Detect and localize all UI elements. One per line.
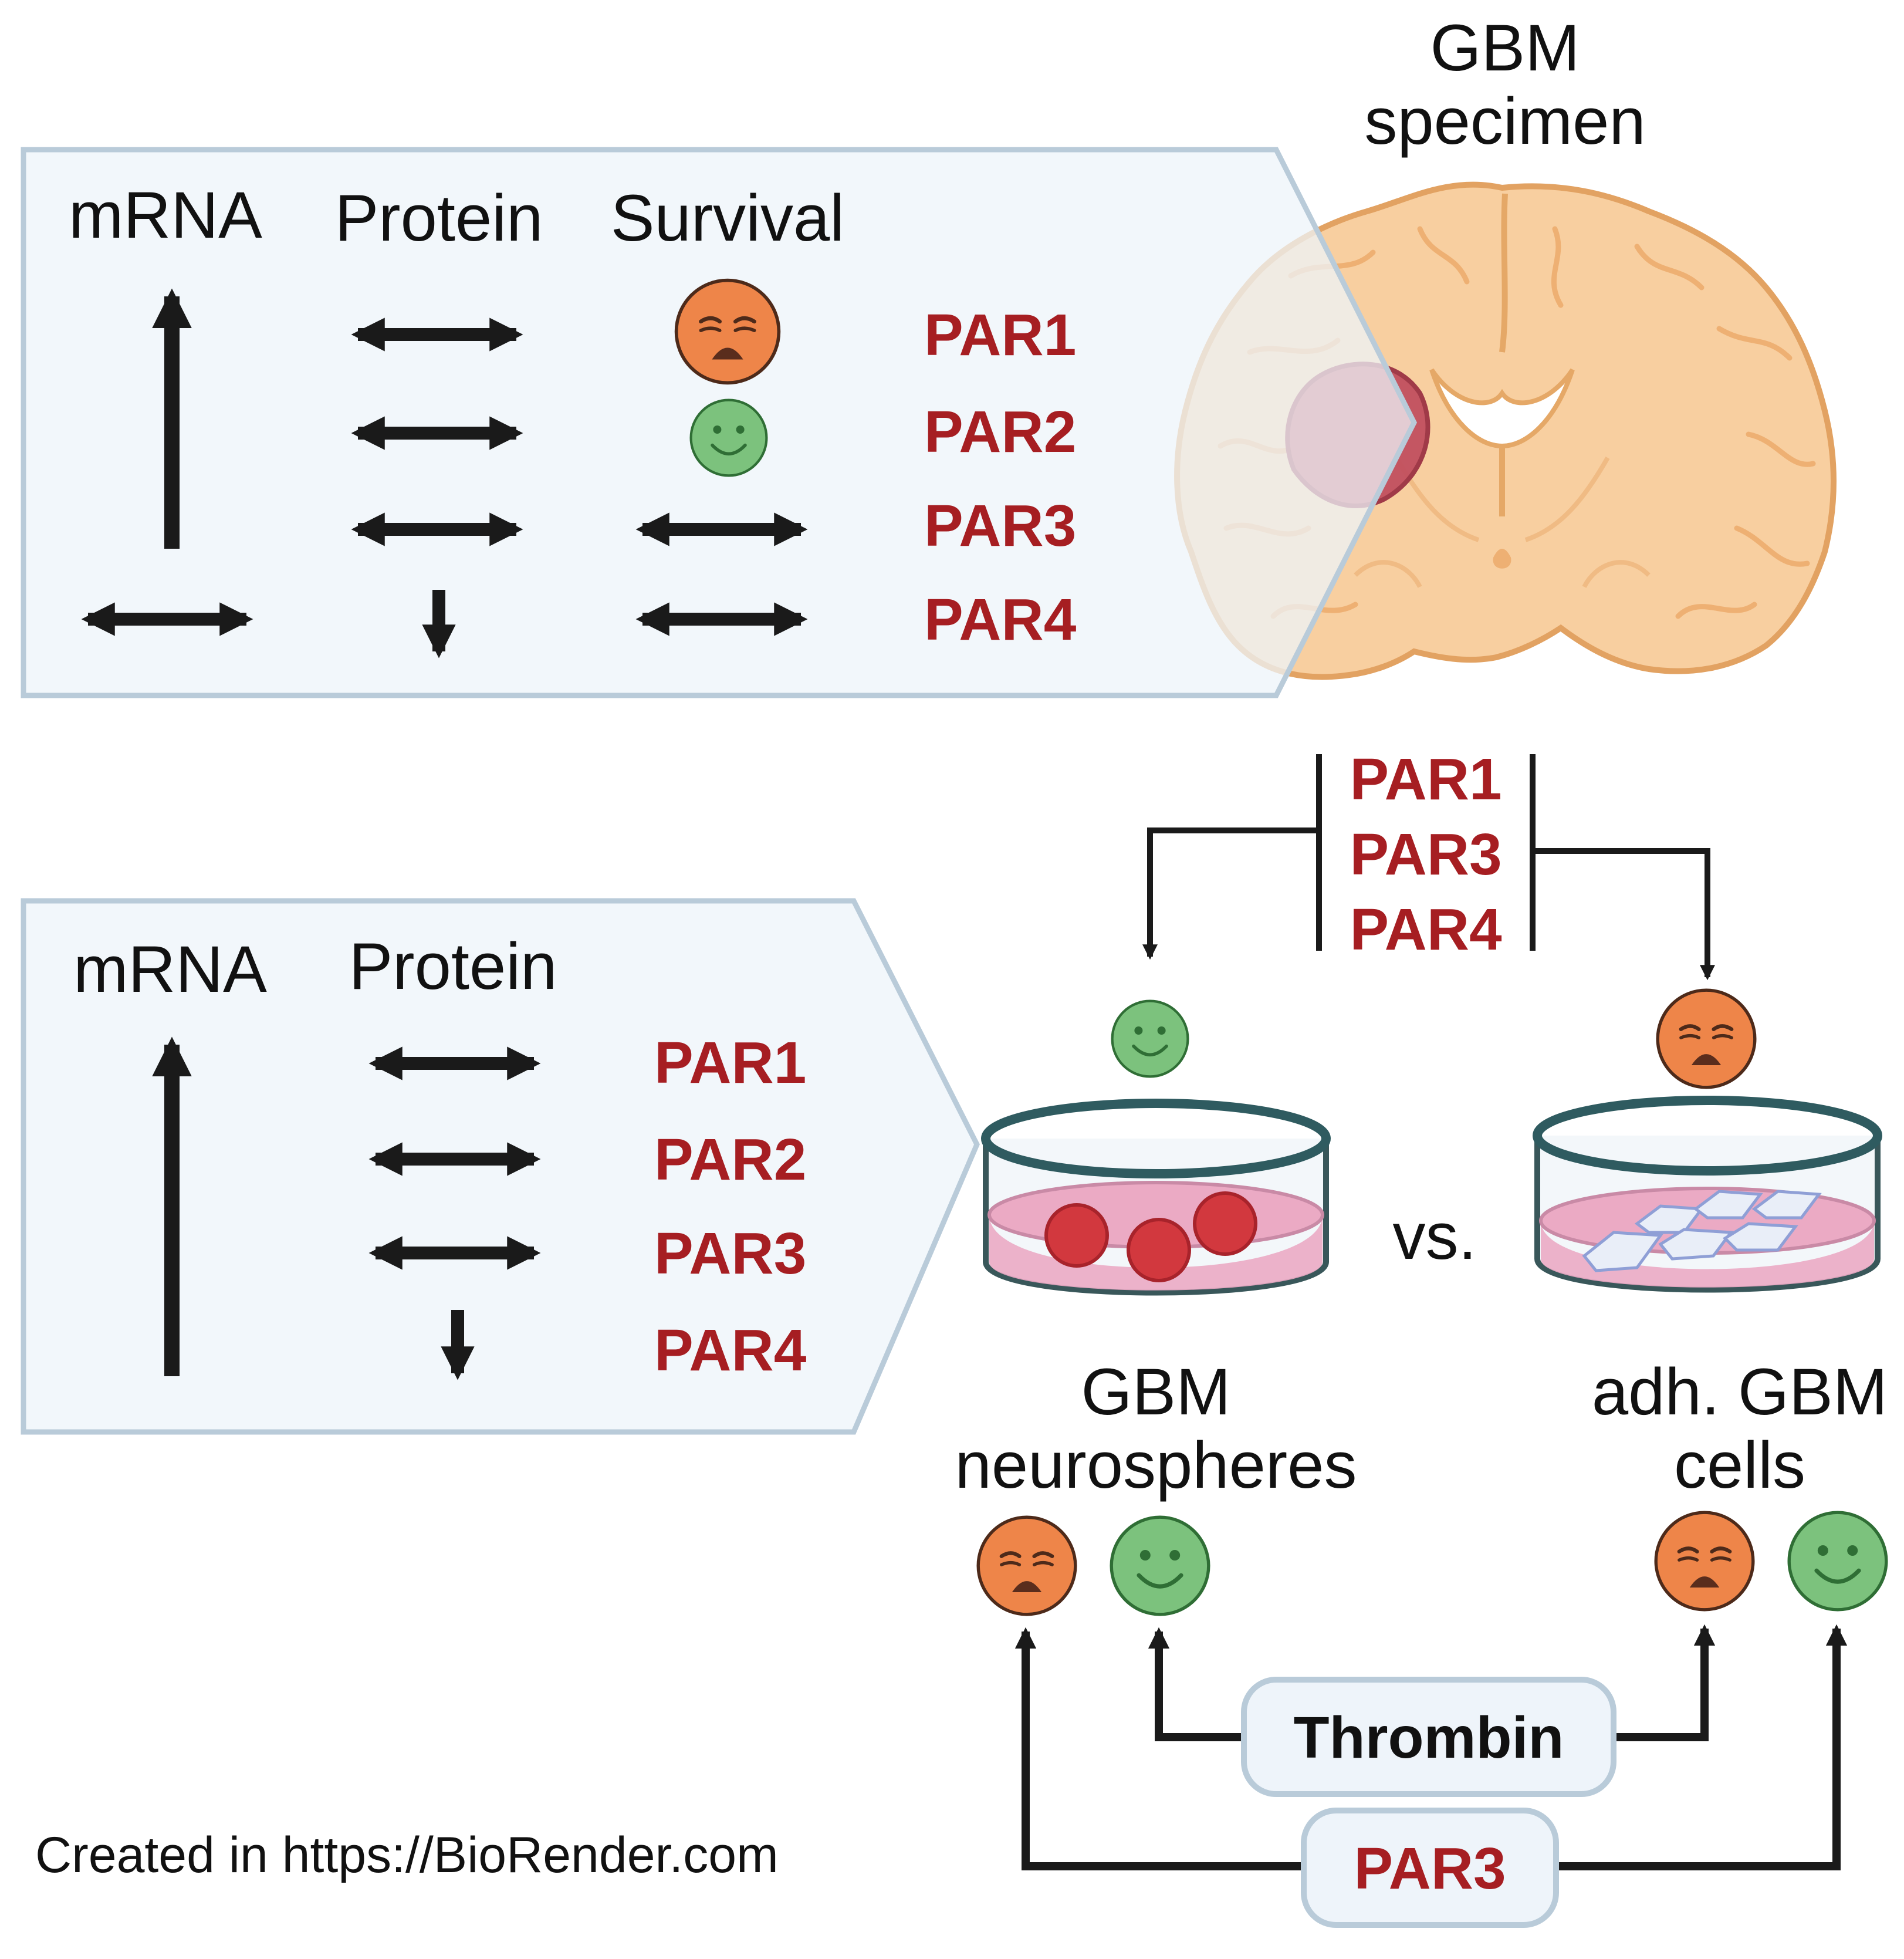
par3-label: PAR3 (1354, 1836, 1506, 1901)
adherent-label-line1: adh. GBM (1592, 1355, 1888, 1428)
top-label-par3: PAR3 (924, 493, 1076, 559)
thrombin-arrow-left (1148, 1627, 1247, 1741)
adherent-cells (1582, 1190, 1822, 1272)
split-label-par4: PAR4 (1350, 897, 1502, 962)
split-arrow-right (1533, 848, 1715, 981)
adherent-culture: adh. GBM cells (1533, 990, 1888, 1502)
par3-arrow-right (1555, 1624, 1848, 1870)
happy-face-icon (1111, 1517, 1209, 1615)
neurosphere-label-line1: GBM (1081, 1355, 1230, 1428)
happy-face-icon (1789, 1512, 1886, 1610)
bottom-label-par1: PAR1 (654, 1030, 806, 1096)
top-label-par1: PAR1 (924, 302, 1076, 368)
neurosphere (1193, 1191, 1257, 1256)
bottom-label-par2: PAR2 (654, 1127, 806, 1193)
split-label-par3: PAR3 (1350, 822, 1501, 887)
top-panel: mRNA Protein Survival PAR1 PAR2 PAR3 PAR… (21, 147, 1418, 698)
ventricles (1429, 368, 1575, 449)
par3-treatment: PAR3 (1014, 1624, 1848, 1928)
split-arrow-left (1142, 827, 1319, 960)
top-header-mrna: mRNA (69, 178, 262, 252)
bottom-panel: mRNA Protein PAR1 PAR2 PAR3 PAR4 (21, 898, 980, 1435)
happy-face-icon (691, 400, 767, 476)
bottom-label-par3: PAR3 (654, 1221, 806, 1286)
happy-face-icon (1112, 1001, 1188, 1077)
thrombin-label: Thrombin (1293, 1705, 1564, 1771)
neurosphere-culture: GBM neurospheres (955, 1001, 1357, 1502)
neurosphere-label-line2: neurospheres (955, 1428, 1357, 1502)
split-label-par1: PAR1 (1350, 747, 1501, 812)
bottom-label-par4: PAR4 (654, 1318, 807, 1383)
sad-face-icon (1656, 1512, 1753, 1610)
thrombin-box (1241, 1677, 1616, 1797)
par3-arrow-left (1014, 1627, 1306, 1870)
sad-face-icon (978, 1517, 1076, 1615)
sad-face-icon (1658, 990, 1755, 1087)
thrombin-treatment: Thrombin (1148, 1624, 1716, 1797)
vs-label: vs. (1392, 1200, 1476, 1273)
credit-text: Created in https://BioRender.com (35, 1827, 779, 1883)
top-header-survival: Survival (611, 181, 844, 255)
top-header-protein: Protein (335, 181, 543, 255)
specimen-label-line1: GBM (1430, 11, 1580, 85)
bottom-header-protein: Protein (349, 930, 557, 1003)
neurosphere (1044, 1203, 1109, 1268)
thrombin-arrow-right (1611, 1624, 1716, 1741)
top-label-par4: PAR4 (924, 587, 1077, 653)
par3-box (1301, 1808, 1559, 1928)
split-bracket: PAR1 PAR3 PAR4 (1142, 747, 1715, 981)
specimen-label-line2: specimen (1364, 85, 1645, 158)
neurosphere (1127, 1218, 1191, 1282)
adherent-label-line2: cells (1674, 1428, 1805, 1502)
top-label-par2: PAR2 (924, 399, 1076, 465)
sad-face-icon (677, 281, 779, 383)
bottom-header-mrna: mRNA (73, 933, 267, 1006)
